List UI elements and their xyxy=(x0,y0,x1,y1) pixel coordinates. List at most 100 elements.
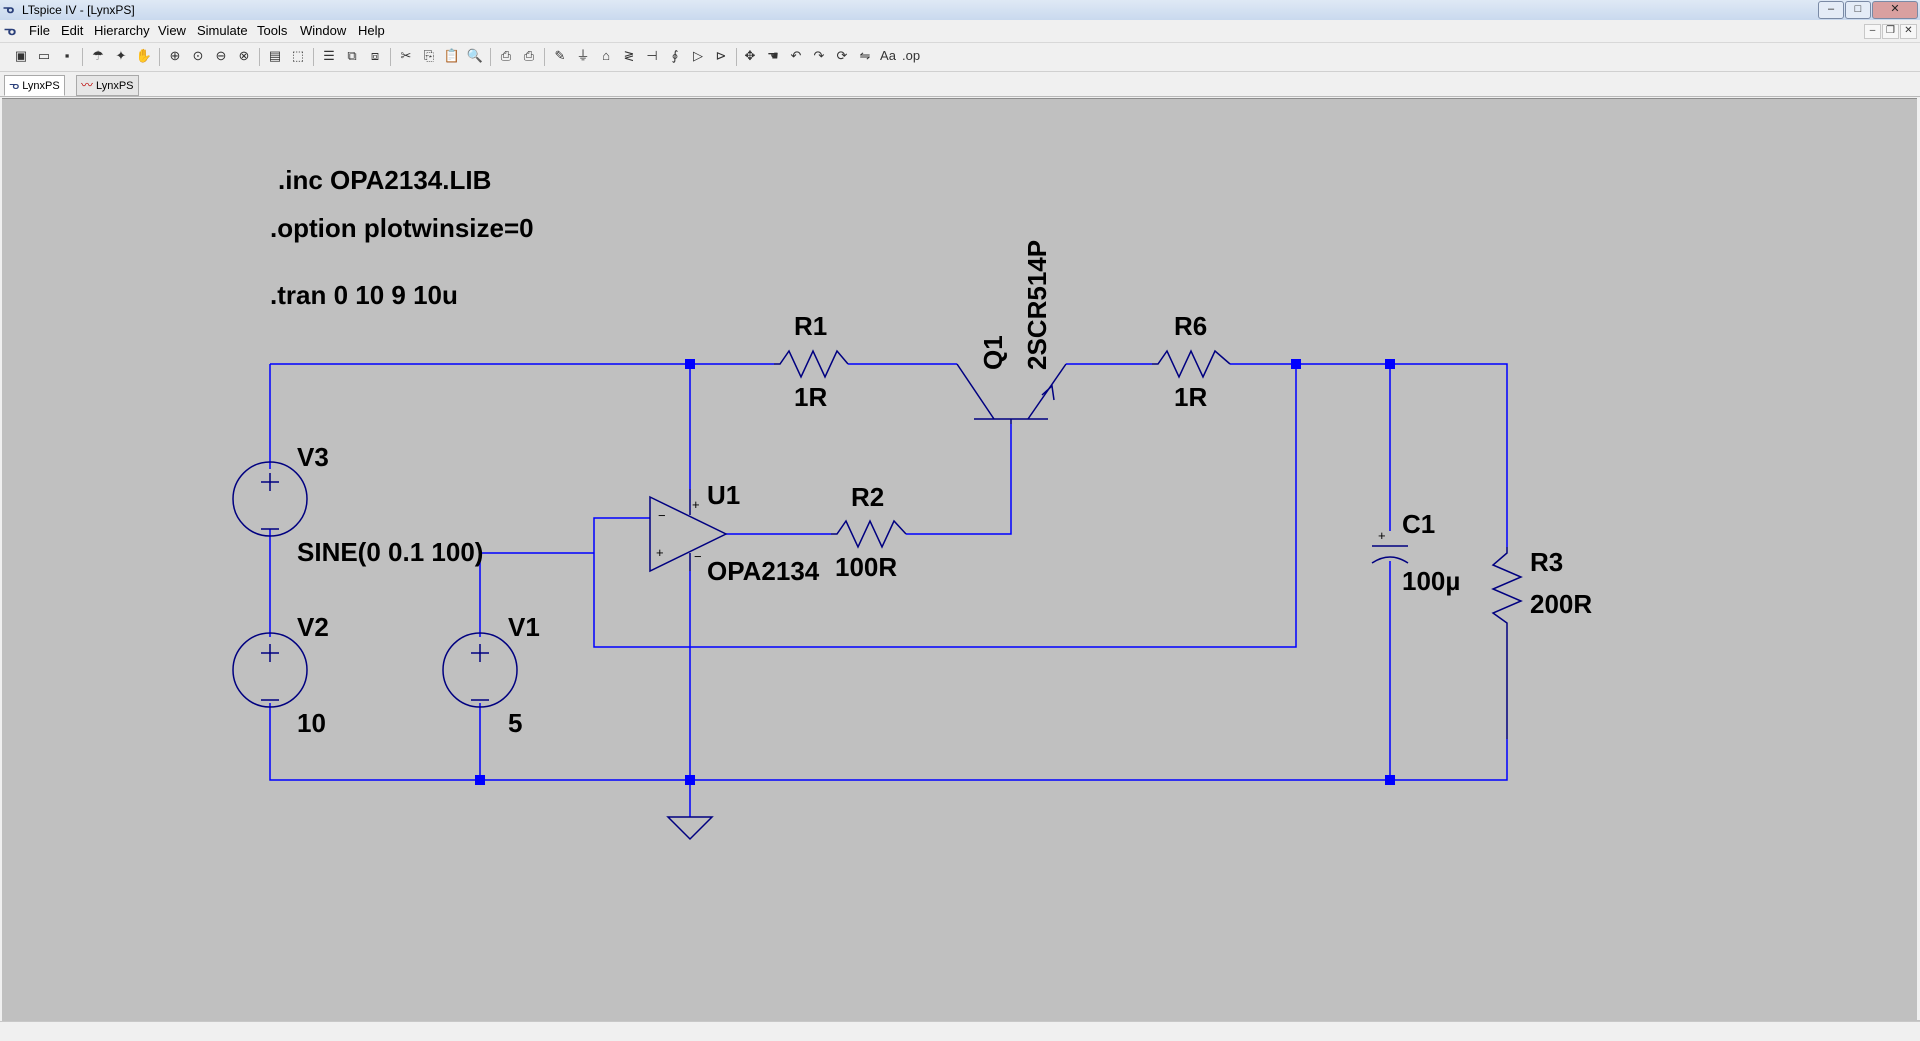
opamp-u1[interactable] xyxy=(649,489,728,573)
menu-help[interactable]: Help xyxy=(358,23,385,38)
voltage-source-v1[interactable] xyxy=(442,632,518,708)
r3-value[interactable]: 200R xyxy=(1530,589,1592,619)
find-icon[interactable]: 🔍 xyxy=(466,48,484,63)
rotate-icon[interactable]: ⟳ xyxy=(836,48,848,63)
r6-value[interactable]: 1R xyxy=(1174,382,1207,412)
ground-icon[interactable]: ⏚ xyxy=(576,48,590,63)
u1-value[interactable]: OPA2134 xyxy=(707,556,820,586)
menu-edit[interactable]: Edit xyxy=(61,23,84,38)
resistor-r3[interactable] xyxy=(1491,547,1523,739)
close-button[interactable]: ✕ xyxy=(1872,1,1918,19)
tile-horizontal-icon[interactable]: ☰ xyxy=(323,48,335,63)
resistor-r6[interactable] xyxy=(1152,349,1231,379)
minimize-button[interactable]: – xyxy=(1818,1,1844,19)
components[interactable] xyxy=(232,349,1523,841)
mdi-minimize-button[interactable]: – xyxy=(1864,24,1881,39)
open-icon[interactable]: ▭ xyxy=(37,48,51,63)
v1-value[interactable]: 5 xyxy=(508,708,522,738)
wire[interactable] xyxy=(269,703,1508,781)
cascade-icon[interactable]: ⧈ xyxy=(370,48,380,63)
schematic-drawing[interactable]: − + + − + .inc OPA2134.LIB .option plotw… xyxy=(2,99,1920,1021)
spice-directives[interactable]: .inc OPA2134.LIB .option plotwinsize=0 .… xyxy=(270,165,534,310)
resistor-r1[interactable] xyxy=(774,349,849,379)
transistor-q1[interactable] xyxy=(956,363,1067,424)
move-icon[interactable]: ✥ xyxy=(744,48,756,63)
zoom-cancel-icon[interactable]: ⊗ xyxy=(238,48,250,63)
new-schematic-icon[interactable]: ▣ xyxy=(14,48,28,63)
v3-value[interactable]: SINE(0 0.1 100) xyxy=(297,537,483,567)
u1-name[interactable]: U1 xyxy=(707,480,740,510)
paste-icon[interactable]: 📋 xyxy=(443,48,461,63)
redo-icon[interactable]: ↷ xyxy=(813,48,825,63)
r6-name[interactable]: R6 xyxy=(1174,311,1207,341)
drag-icon[interactable]: ☚ xyxy=(767,48,779,63)
v1-name[interactable]: V1 xyxy=(508,612,540,642)
directive-inc[interactable]: .inc OPA2134.LIB xyxy=(278,165,491,195)
r2-value[interactable]: 100R xyxy=(835,552,897,582)
c1-value[interactable]: 100µ xyxy=(1402,566,1460,596)
directive-option[interactable]: .option plotwinsize=0 xyxy=(270,213,534,243)
zoom-out-icon[interactable]: ⊖ xyxy=(215,48,227,63)
wires[interactable] xyxy=(269,363,1508,817)
spice-directive-icon[interactable]: .op xyxy=(902,48,921,63)
menu-tools[interactable]: Tools xyxy=(257,23,288,38)
schematic-canvas[interactable]: − + + − + .inc OPA2134.LIB .option plotw… xyxy=(2,98,1920,1021)
vertical-scrollbar[interactable] xyxy=(1917,98,1920,1020)
capacitor-icon[interactable]: ⊣ xyxy=(646,48,658,63)
resistor-r2[interactable] xyxy=(831,519,907,549)
component-icon[interactable]: ⊳ xyxy=(715,48,727,63)
ground-symbol[interactable] xyxy=(666,816,714,841)
cut-icon[interactable]: ✂ xyxy=(400,48,412,63)
voltage-source-v3[interactable] xyxy=(232,461,308,537)
copy-icon[interactable]: ⎘ xyxy=(423,48,435,63)
v2-value[interactable]: 10 xyxy=(297,708,326,738)
q1-name[interactable]: Q1 xyxy=(978,335,1008,370)
undo-icon[interactable]: ↶ xyxy=(790,48,802,63)
mdi-close-button[interactable]: ✕ xyxy=(1900,24,1917,39)
resistor-icon[interactable]: ≷ xyxy=(623,48,635,63)
voltage-source-v2[interactable] xyxy=(232,632,308,708)
menu-file[interactable]: File xyxy=(29,23,50,38)
junction-dot xyxy=(475,775,485,785)
mdi-restore-button[interactable]: ❐ xyxy=(1882,24,1899,39)
r2-name[interactable]: R2 xyxy=(851,482,884,512)
menu-simulate[interactable]: Simulate xyxy=(197,23,248,38)
diode-icon[interactable]: ▷ xyxy=(693,48,703,63)
text-icon[interactable]: Aa xyxy=(880,48,896,63)
label-icon[interactable]: ⌂ xyxy=(602,48,610,63)
zoom-full-icon[interactable]: ⊙ xyxy=(192,48,204,63)
save-icon[interactable]: ▪ xyxy=(64,48,70,63)
v2-name[interactable]: V2 xyxy=(297,612,329,642)
capacitor-c1[interactable] xyxy=(1371,545,1409,564)
print-icon[interactable]: ⎙ xyxy=(523,48,535,63)
directive-tran[interactable]: .tran 0 10 9 10u xyxy=(270,280,458,310)
c1-name[interactable]: C1 xyxy=(1402,509,1435,539)
r1-name[interactable]: R1 xyxy=(794,311,827,341)
autorange-icon[interactable]: ▤ xyxy=(268,48,282,63)
capacitor-plus-pin: + xyxy=(1378,528,1386,543)
menu-window[interactable]: Window xyxy=(300,23,347,38)
menu-hierarchy[interactable]: Hierarchy xyxy=(94,23,150,38)
ltspice-logo-icon[interactable]: ᓀ xyxy=(4,22,16,38)
zoom-in-icon[interactable]: ⊕ xyxy=(169,48,181,63)
run-icon[interactable]: ✦ xyxy=(115,48,127,63)
wire[interactable] xyxy=(1230,363,1508,547)
grid-icon[interactable]: ⬚ xyxy=(291,48,305,63)
print-setup-icon[interactable]: ⎙ xyxy=(500,48,512,63)
mirror-icon[interactable]: ⇋ xyxy=(859,48,871,63)
wire[interactable] xyxy=(906,424,1012,535)
q1-value[interactable]: 2SCR514P xyxy=(1022,240,1052,370)
menu-view[interactable]: View xyxy=(158,23,186,38)
inductor-icon[interactable]: ∮ xyxy=(671,48,679,63)
halt-icon[interactable]: ✋ xyxy=(135,48,153,63)
r3-name[interactable]: R3 xyxy=(1530,547,1563,577)
control-panel-icon[interactable]: ☂ xyxy=(92,48,104,63)
tile-vertical-icon[interactable]: ⧉ xyxy=(347,48,357,63)
v3-name[interactable]: V3 xyxy=(297,442,329,472)
tab-waveform[interactable]: 〰LynxPS xyxy=(76,75,139,96)
wire-icon[interactable]: ✎ xyxy=(554,48,566,63)
maximize-button[interactable]: □ xyxy=(1845,1,1871,19)
wire[interactable] xyxy=(593,364,1297,648)
r1-value[interactable]: 1R xyxy=(794,382,827,412)
